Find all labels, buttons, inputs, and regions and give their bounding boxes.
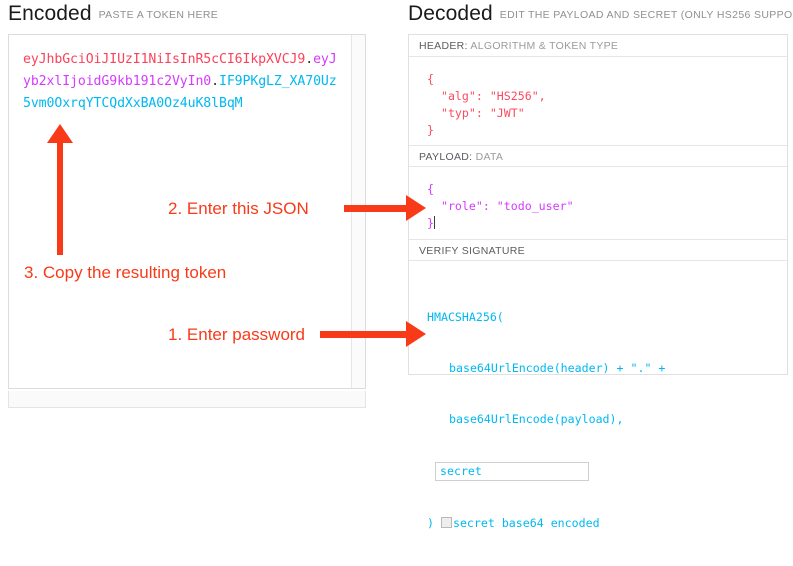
jwt-token-text[interactable]: eyJhbGciOiJIUzI1NiIsInR5cCI6IkpXVCJ9.eyJ… xyxy=(23,49,339,115)
header-section-label-strong: HEADER: xyxy=(419,40,468,52)
encoded-footer-strip xyxy=(8,391,366,408)
signature-section-label-strong: VERIFY SIGNATURE xyxy=(419,245,525,257)
signature-formula-area: HMACSHA256( base64UrlEncode(header) + ".… xyxy=(409,261,787,530)
annotation-step3-arrow-shaft xyxy=(57,142,63,255)
annotation-step1-label: 1. Enter password xyxy=(168,325,306,344)
payload-json-text: { "role": "todo_user" } xyxy=(427,182,574,230)
token-separator-2: . xyxy=(211,74,219,89)
secret-input[interactable] xyxy=(435,462,589,481)
token-separator-1: . xyxy=(305,52,314,67)
decoded-subtitle: EDIT THE PAYLOAD AND SECRET (ONLY HS256 … xyxy=(499,9,793,21)
header-json-editor[interactable]: { "alg": "HS256", "typ": "JWT" } xyxy=(427,72,546,137)
base64-secret-checkbox[interactable] xyxy=(440,517,452,528)
payload-section-label: PAYLOAD: DATA xyxy=(409,145,787,167)
annotation-step1-arrow-shaft xyxy=(320,331,408,338)
annotation-step1-arrow-head xyxy=(406,321,426,347)
base64-header-line: base64UrlEncode(header) + "." + xyxy=(449,361,666,375)
signature-closing-line: ) secret base64 encoded xyxy=(427,515,787,532)
header-section-label-rest: ALGORITHM & TOKEN TYPE xyxy=(470,40,619,52)
signature-section-label: VERIFY SIGNATURE xyxy=(409,239,787,261)
token-payload-segment: eyJyb2xlIjoidG9kb191c2VyIn0 xyxy=(23,52,337,89)
token-header-segment: eyJhbGciOiJIUzI1NiIsInR5cCI6IkpXVCJ9 xyxy=(23,52,306,67)
base64-secret-checkbox-label: secret base64 encoded xyxy=(452,516,600,530)
closing-paren: ) xyxy=(427,516,434,530)
decoded-title: Decoded xyxy=(408,2,493,25)
encoded-subtitle: PASTE A TOKEN HERE xyxy=(98,9,219,21)
encoded-column-heading: Encoded PASTE A TOKEN HERE xyxy=(8,2,218,26)
token-signature-segment: IF9PKgLZ_XA70Uz5vm0OxrqYTCQdXxBA0Oz4uK8l… xyxy=(23,74,337,111)
header-section-label: HEADER: ALGORITHM & TOKEN TYPE xyxy=(409,35,787,57)
encoded-title: Encoded xyxy=(8,2,92,25)
payload-json-editor[interactable]: { "role": "todo_user" } xyxy=(409,167,787,239)
annotation-step2-label: 2. Enter this JSON xyxy=(168,199,309,218)
payload-section-label-strong: PAYLOAD: xyxy=(419,151,473,163)
annotation-step3-arrow-head xyxy=(47,124,73,143)
text-cursor xyxy=(433,216,435,229)
hmac-line: HMACSHA256( xyxy=(427,310,504,324)
payload-section-label-rest: DATA xyxy=(475,151,504,163)
annotation-step3-label: 3. Copy the resulting token xyxy=(24,263,227,282)
annotation-step2-arrow-shaft xyxy=(344,205,408,212)
annotation-step2-arrow-head xyxy=(406,195,426,221)
base64-payload-line: base64UrlEncode(payload), xyxy=(449,412,624,426)
decoded-column-heading: Decoded EDIT THE PAYLOAD AND SECRET (ONLY… xyxy=(408,2,793,26)
decoded-panel: HEADER: ALGORITHM & TOKEN TYPE { "alg": … xyxy=(408,34,788,530)
